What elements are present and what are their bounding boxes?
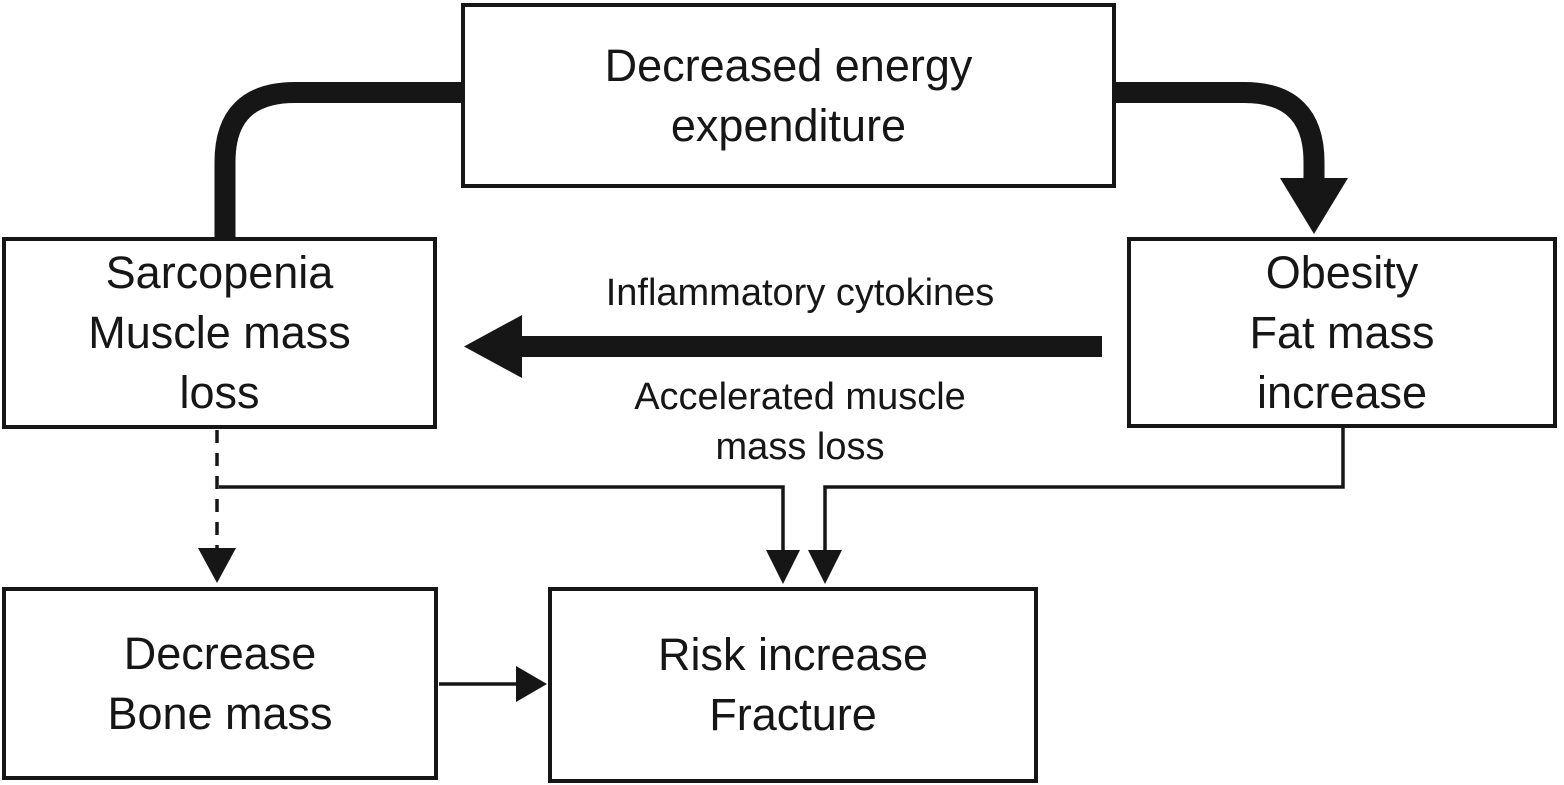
node-label-line: Bone mass — [107, 687, 333, 739]
edge-obesity-to-fracture — [808, 427, 1345, 584]
edge-label-line: Accelerated muscle — [634, 376, 966, 418]
arrowhead-down-icon — [808, 550, 842, 584]
elbow-line — [219, 485, 785, 551]
node-sarcopenia-muscle-mass-loss: Sarcopenia Muscle mass loss — [2, 237, 437, 429]
arrowhead-right-icon — [516, 666, 547, 702]
node-label-line: Muscle mass — [88, 307, 351, 358]
edge-sarcopenia-to-fracture — [219, 485, 800, 584]
node-label-line: increase — [1256, 366, 1428, 418]
edge-obesity-to-sarcopenia — [464, 315, 1102, 378]
node-decreased-energy-expenditure: Decreased energy expenditure — [461, 3, 1116, 188]
arrowhead-down-icon — [766, 550, 800, 584]
node-label-line: Decrease — [123, 627, 317, 679]
edge-label-inflammatory-cytokines: Inflammatory cytokines — [605, 272, 995, 314]
edge-label-line: mass loss — [715, 426, 885, 468]
arrowhead-down-icon — [198, 548, 236, 583]
edge-sarcopenia-to-bone-dashed — [198, 430, 236, 583]
thick-elbow-connector — [1116, 82, 1325, 182]
arrowhead-down-icon — [1280, 178, 1348, 234]
node-label-line: loss — [179, 367, 260, 418]
edge-label-accelerated-muscle-mass-loss: Accelerated muscle mass loss — [500, 372, 1100, 472]
edge-energy-to-obesity — [1116, 82, 1348, 234]
node-decrease-bone-mass: Decrease Bone mass — [2, 587, 438, 780]
node-label-line: expenditure — [670, 99, 907, 151]
node-label-line: Sarcopenia — [105, 247, 334, 298]
node-obesity-fat-mass-increase: Obesity Fat mass increase — [1127, 237, 1557, 428]
node-risk-increase-fracture: Risk increase Fracture — [548, 587, 1038, 783]
node-label-line: Obesity — [1265, 246, 1419, 298]
elbow-line — [823, 427, 1345, 551]
edge-energy-to-sarcopenia — [214, 82, 462, 237]
node-label-line: Decreased energy — [604, 39, 973, 91]
node-label-line: Fracture — [709, 689, 877, 740]
node-label-line: Fat mass — [1249, 306, 1435, 358]
thick-elbow-connector — [214, 82, 462, 237]
edge-bone-to-fracture — [439, 666, 547, 702]
arrowhead-left-icon — [464, 315, 522, 378]
node-label-line: Risk increase — [657, 629, 929, 680]
